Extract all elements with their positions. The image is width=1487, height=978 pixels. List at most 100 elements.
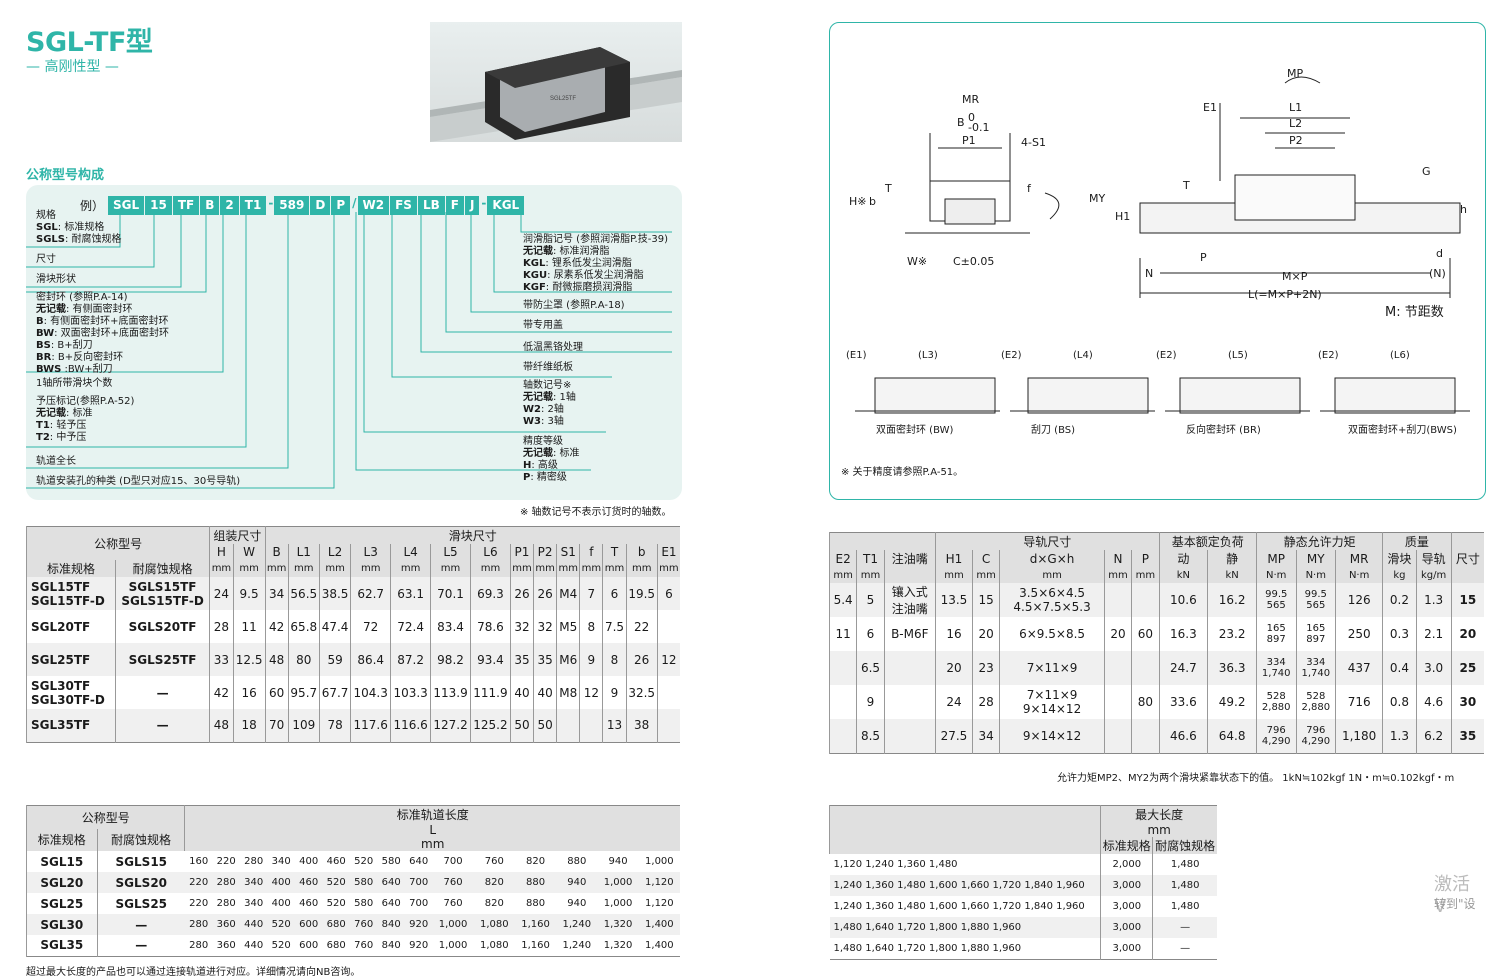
t3-cell: 880 xyxy=(514,872,557,893)
code-label: P: 精密级 xyxy=(523,472,567,484)
t2-cell: 64.8 xyxy=(1207,719,1257,753)
t3-cell: 1,240 xyxy=(562,939,592,951)
t2-cell: B-M6F xyxy=(883,617,936,651)
t3-cell: 940 xyxy=(608,856,628,867)
t1-cell: 38 xyxy=(625,709,658,742)
t2-cell: 28 xyxy=(971,685,1000,719)
diagram-label: L2 xyxy=(1289,117,1303,130)
t3-cor-model: SGLS20 xyxy=(96,872,185,893)
code-label-desc: : 尿素系低发尘润滑脂 xyxy=(547,270,644,281)
code-label: BW: 双面密封环+底面密封环 xyxy=(36,328,169,340)
t2-cell: 8.5 xyxy=(856,719,885,753)
t3-cell: 760 xyxy=(443,898,463,909)
t1-cell: 24 xyxy=(209,577,234,610)
t1-cell: 7 xyxy=(579,577,603,610)
t1-cell: 33 xyxy=(209,643,234,676)
code-separator: / xyxy=(352,196,357,210)
t2-cell: 镶入式注油嘴 xyxy=(883,583,936,617)
t3-cell: 880 xyxy=(567,856,587,867)
code-label: 润滑脂记号 (参照润滑脂P.技-39) xyxy=(523,234,668,246)
code-chip: FS xyxy=(390,196,417,215)
t3-std-header: 标准规格 xyxy=(26,828,98,851)
t3-cell: 220 xyxy=(216,856,236,867)
t3-cell: 340 xyxy=(239,872,268,893)
t2-cell xyxy=(828,685,857,719)
code-label-key: 1轴所带滑块个数 xyxy=(36,378,113,389)
t2-moment-header: 静态允许力矩 xyxy=(1255,532,1383,550)
code-label-key: SGLS xyxy=(36,234,65,245)
t4-cor-max: 1,480 xyxy=(1152,896,1217,917)
code-label-desc: : 标准 xyxy=(553,448,580,459)
t3-cell: 1,120 xyxy=(638,872,680,893)
t3-cell: 280 xyxy=(212,872,240,893)
code-label-desc: : 1轴 xyxy=(553,392,576,403)
variant-top-label: (E2) xyxy=(1156,350,1177,361)
code-label-key: 无记载 xyxy=(523,392,553,403)
diagram-label: G xyxy=(1422,165,1431,178)
t3-cell: 840 xyxy=(381,939,401,951)
t3-std-model: SGL25 xyxy=(26,893,98,914)
t1-cell: 116.6 xyxy=(390,709,431,742)
t1-unit: mm xyxy=(430,560,471,577)
t2-cell: 6.5 xyxy=(856,651,885,685)
t3-cell: 1,080 xyxy=(480,939,509,951)
t1-cell: 104.3 xyxy=(350,676,391,709)
t3-cell: 440 xyxy=(244,939,264,951)
code-label-desc: : 3轴 xyxy=(541,416,564,427)
t1-cell xyxy=(556,709,580,742)
t3-cell: 1,000 xyxy=(645,856,674,867)
t2-cell: 27.5 xyxy=(934,719,973,753)
t2-cell: 13.5 xyxy=(934,583,973,617)
t3-model-header: 公称型号 xyxy=(25,805,185,829)
code-chip: T1 xyxy=(239,196,267,215)
diagram-label: P xyxy=(1200,251,1207,264)
watermark-line2: 转到"设 xyxy=(1434,897,1476,911)
t1-std-model: SGL35TF xyxy=(26,709,116,742)
t1-cell: M6 xyxy=(556,643,580,676)
code-label: 无记载: 1轴 xyxy=(523,392,576,404)
guide-block-image: SGL25TF xyxy=(430,47,682,142)
code-label-key: H xyxy=(523,460,532,471)
t3-cell: 820 xyxy=(484,898,504,909)
t2-col-header: N xyxy=(1103,550,1132,567)
code-label-desc: : 标准规格 xyxy=(57,222,105,233)
code-label: KGL: 锂系低发尘润滑脂 xyxy=(523,258,632,270)
t2-mass-header: 质量 xyxy=(1382,532,1452,550)
t4-data-row: 1,240 1,360 1,480 1,600 1,660 1,720 1,84… xyxy=(829,875,1217,896)
t3-cell: 1,240 xyxy=(556,914,598,935)
code-label: 带专用盖 xyxy=(523,320,563,332)
t3-cell: 820 xyxy=(473,872,515,893)
t1-cell: 26 xyxy=(533,577,557,610)
t1-cor-model: — xyxy=(114,676,210,709)
t3-cell: 760 xyxy=(432,872,474,893)
t2-cell xyxy=(828,719,857,753)
code-label-key: B xyxy=(36,316,44,327)
t3-cell: 1,320 xyxy=(603,939,633,951)
t2-cell: 49.2 xyxy=(1207,685,1257,719)
t2-col-header: P xyxy=(1131,550,1160,567)
t2-cell: 34 xyxy=(971,719,1000,753)
t1-cell: 47.4 xyxy=(318,610,351,643)
code-label-key: KGF xyxy=(523,282,546,293)
t3-cell: 360 xyxy=(212,914,240,935)
code-label-desc: : 中予压 xyxy=(49,432,87,443)
watermark-line1: 激活 V xyxy=(1434,874,1470,917)
t2-col-header: 动 xyxy=(1158,550,1208,567)
t3-cell: 400 xyxy=(267,872,295,893)
t3-cor-model: SGLS25 xyxy=(96,893,185,914)
t2-col-header: T1 xyxy=(856,550,885,567)
code-label-desc: : B+刮刀 xyxy=(50,340,93,351)
t3-cell: 840 xyxy=(377,914,405,935)
t1-cell: 22 xyxy=(625,610,658,643)
t1-unit: mm xyxy=(533,560,557,577)
code-label-desc: : 双面密封环+底面密封环 xyxy=(54,328,170,339)
code-label: BS: B+刮刀 xyxy=(36,340,93,352)
code-chip: SGL xyxy=(108,196,145,215)
t1-cell: 42 xyxy=(209,676,234,709)
